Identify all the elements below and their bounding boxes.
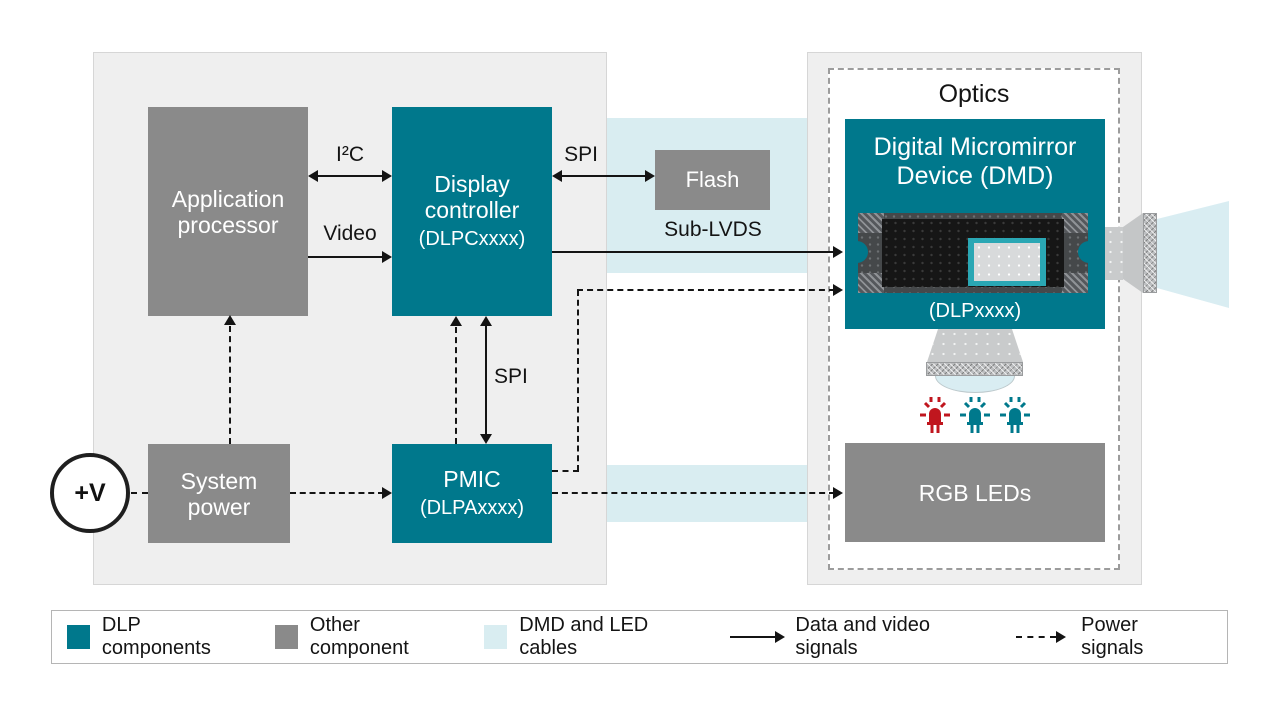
vsource-power-line	[131, 492, 148, 494]
spi-pmic-arrowhead-top	[480, 316, 492, 326]
projection-lens-cone	[1123, 213, 1143, 293]
spi-flash-arrow	[560, 175, 647, 177]
illumination-lens-element	[926, 362, 1023, 376]
gray-swatch-icon	[274, 625, 298, 649]
legend: DLP components Other component DMD and L…	[51, 610, 1228, 664]
pmic-dmd-power-arrowhead	[833, 284, 843, 296]
system-power-block: System power	[148, 444, 290, 543]
teal-swatch-icon	[67, 625, 90, 649]
optics-title: Optics	[938, 80, 1010, 108]
video-arrowhead	[382, 251, 392, 263]
flash-block: Flash	[655, 150, 770, 210]
pmic-led-power-line	[552, 492, 835, 494]
spi-pmic-label: SPI	[494, 365, 528, 388]
led-icon-teal-1	[960, 397, 990, 433]
dmd-chip-graphic	[846, 213, 1100, 293]
rgb-leds-block: RGB LEDs	[845, 443, 1105, 542]
power-source: +V	[50, 453, 130, 533]
spi-flash-label: SPI	[564, 143, 598, 166]
display-controller-block: Display controller (DLPCxxxx)	[392, 107, 552, 316]
sublvds-arrowhead	[833, 246, 843, 258]
chip-window-frame	[968, 238, 1046, 286]
chip-corner-hatch	[858, 273, 884, 293]
chip-corner-hatch	[858, 213, 884, 233]
pmic-dmd-power-line-h1	[552, 470, 579, 472]
projection-beam	[1157, 201, 1229, 308]
sublvds-label: Sub-LVDS	[664, 218, 762, 241]
legend-item-power-signals: Power signals	[1015, 614, 1200, 660]
projection-lens-barrel	[1105, 227, 1123, 280]
legend-item-dlp-components: DLP components	[67, 614, 248, 660]
lightblue-swatch-icon	[484, 625, 508, 649]
spi-flash-arrowhead-left	[552, 170, 562, 182]
video-label: Video	[323, 222, 377, 245]
pmic-led-power-arrowhead	[833, 487, 843, 499]
illumination-lens-cone	[927, 329, 1023, 362]
pmic-controller-power-arrowhead	[450, 316, 462, 326]
dmd-block: Digital Micromirror Device (DMD) (DLPxxx…	[845, 119, 1105, 329]
syspower-app-arrowhead	[224, 315, 236, 325]
power-source-label: +V	[74, 478, 106, 507]
led-icon-red	[920, 397, 950, 433]
chip-corner-hatch	[1062, 273, 1088, 293]
i2c-arrow	[316, 175, 384, 177]
video-arrow	[308, 256, 384, 258]
i2c-arrowhead-right	[382, 170, 392, 182]
pmic-controller-power-line	[455, 327, 457, 444]
legend-item-data-signals: Data and video signals	[729, 614, 989, 660]
chip-corner-hatch	[1062, 213, 1088, 233]
micromirror-array	[974, 243, 1040, 281]
spi-pmic-arrow	[485, 324, 487, 436]
application-processor-block: Application processor	[148, 107, 308, 316]
led-icon-teal-2	[1000, 397, 1030, 433]
syspower-pmic-line	[290, 492, 384, 494]
syspower-pmic-arrowhead	[382, 487, 392, 499]
spi-flash-arrowhead-right	[645, 170, 655, 182]
chip-notch-left	[846, 241, 868, 263]
pmic-dmd-power-line-h2	[577, 289, 835, 291]
projection-lens-element	[1143, 213, 1157, 293]
i2c-label: I²C	[336, 143, 364, 166]
pmic-dmd-power-line-v	[577, 290, 579, 471]
solid-arrow-icon	[729, 630, 785, 644]
spi-pmic-arrowhead-bottom	[480, 434, 492, 444]
legend-item-other-component: Other component	[274, 614, 457, 660]
chip-notch-right	[1078, 241, 1100, 263]
i2c-arrowhead-left	[308, 170, 318, 182]
legend-item-cables: DMD and LED cables	[484, 614, 703, 660]
dashed-arrow-icon	[1015, 630, 1069, 644]
sublvds-arrow	[552, 251, 834, 253]
chip-cavity	[882, 219, 1064, 287]
syspower-app-line	[229, 326, 231, 444]
pmic-block: PMIC (DLPAxxxx)	[392, 444, 552, 543]
